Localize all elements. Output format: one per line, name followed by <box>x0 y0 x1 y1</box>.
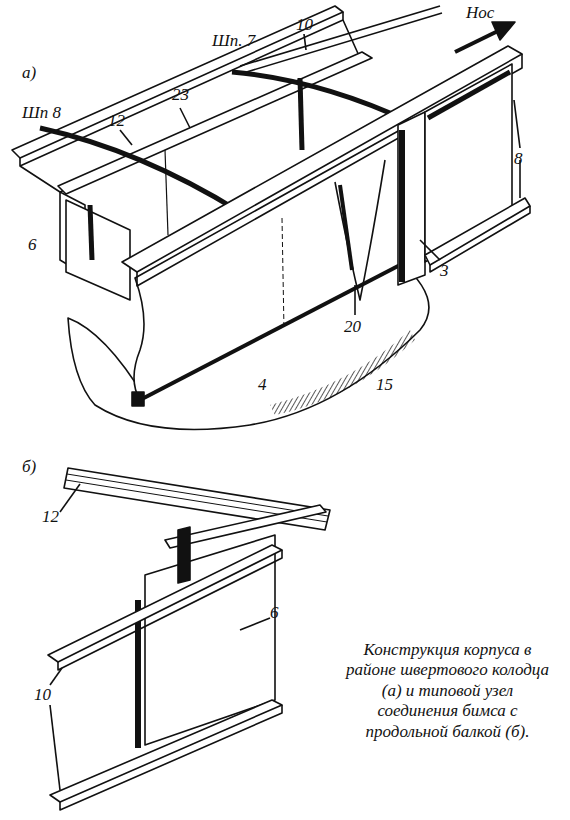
callout-number: 20 <box>344 318 361 337</box>
callout-number: 12 <box>108 112 125 131</box>
part-letter: а) <box>22 64 36 83</box>
direction-label: Нос <box>466 4 494 23</box>
callout-number: 6 <box>270 604 279 623</box>
callout-number: 15 <box>376 376 393 395</box>
callout-number: 10 <box>296 16 313 35</box>
callout-number: 12 <box>42 508 59 527</box>
part-letter: б) <box>22 458 36 477</box>
callout-number: 23 <box>172 86 189 105</box>
frame-label: Шп. 7 <box>212 32 255 51</box>
figure-caption: Конструкция корпуса в районе швертового … <box>340 640 555 742</box>
callout-number: 3 <box>440 262 449 281</box>
callout-number: 6 <box>28 236 37 255</box>
callout-number: 10 <box>34 686 51 705</box>
frame-label: Шп 8 <box>22 104 61 123</box>
callout-number: 4 <box>258 376 267 395</box>
callout-number: 8 <box>514 150 523 169</box>
